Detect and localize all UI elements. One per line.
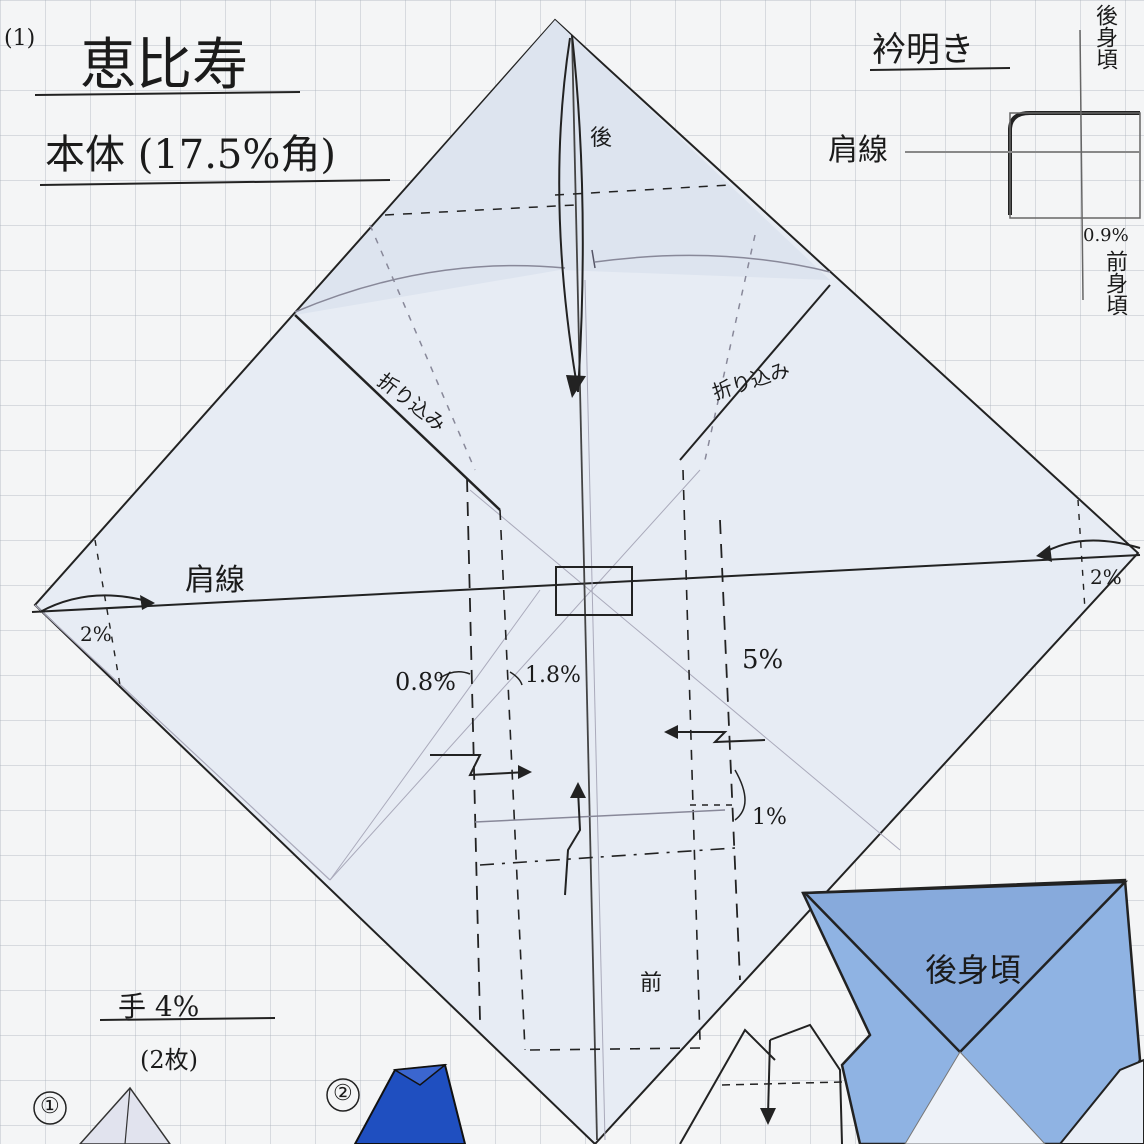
completed-lower-light (1058, 1058, 1144, 1144)
collar-outline (1008, 111, 1140, 215)
arrow (668, 731, 766, 744)
measure-1-8: 1.8% (525, 663, 581, 688)
center-line-light (584, 279, 606, 1141)
dashed-line (682, 469, 701, 1041)
completed-label: 後身頃 (925, 951, 1022, 989)
arrow-head (664, 725, 678, 739)
completed-flap (802, 880, 1129, 1054)
page-subtitle: 本体 (17.5%角) (45, 132, 336, 178)
dashed-line (1077, 499, 1086, 611)
back-label: 後 (590, 126, 613, 151)
fold-line (34, 604, 331, 881)
underline (39, 179, 391, 186)
hand-count: (2枚) (140, 1046, 198, 1074)
center-line (571, 34, 598, 1141)
dashed-line (704, 234, 756, 461)
mark (591, 249, 596, 269)
hand-step2: ② (333, 1081, 353, 1106)
fold-line (124, 1087, 131, 1144)
measure-mark (439, 671, 471, 679)
hand-step1-shape (78, 1086, 171, 1144)
completed-white (904, 1051, 1046, 1144)
measure-mark (734, 769, 746, 821)
side-flap (769, 1023, 843, 1144)
arrow-head (760, 1108, 776, 1125)
collar-center-line (1079, 29, 1084, 301)
dashed-line (529, 1047, 701, 1051)
dashed-line (719, 519, 741, 981)
collar-shoulder-label: 肩線 (828, 133, 888, 168)
dashed-line (466, 477, 481, 1021)
measure-left-shoulder: 2% (80, 622, 112, 646)
side-flap (679, 1028, 776, 1144)
section-index: (1) (4, 26, 36, 51)
arc-guide (594, 254, 831, 273)
fold-arrow (558, 37, 579, 393)
arrow-head (140, 595, 155, 610)
center-box (555, 566, 633, 616)
measure-5: 5% (742, 645, 784, 675)
step-circle (33, 1091, 67, 1125)
measure-1: 1% (752, 805, 787, 830)
page-title: 恵比寿 (80, 33, 248, 98)
arrow-head (1036, 545, 1052, 562)
arrow (39, 594, 151, 613)
fold-line (679, 284, 831, 461)
fold-line (469, 489, 901, 851)
collar-back-label: 後身頃 (1092, 4, 1117, 70)
measure-0-8: 0.8% (395, 668, 456, 696)
arrow-head (570, 782, 586, 798)
hand-step1: ① (40, 1094, 60, 1119)
dashed-line (479, 847, 736, 866)
step-circle (326, 1078, 360, 1112)
dashed-line (554, 184, 731, 196)
collar-measure: 0.9% (1083, 225, 1129, 246)
underline (99, 1017, 276, 1021)
arrow (430, 754, 529, 777)
fold-arrow (571, 34, 584, 393)
underline (869, 67, 1011, 71)
dashed-line (721, 1081, 843, 1086)
fold-line (294, 314, 501, 511)
collar-front-label: 前身頃 (1102, 250, 1127, 316)
hand-step2-top (392, 1064, 448, 1086)
collar-box (1009, 112, 1141, 219)
dashed-line (94, 539, 121, 686)
hand-title: 手 4% (118, 990, 200, 1023)
upper-flap (295, 20, 830, 315)
fold-line (474, 809, 726, 823)
dashed-line (384, 204, 576, 216)
measure-mark (509, 671, 523, 686)
fold-line (329, 589, 541, 881)
arc-guide (294, 264, 566, 313)
arrow (767, 1039, 771, 1116)
shoulder-line-label: 肩線 (185, 563, 245, 598)
front-label: 前 (640, 971, 663, 996)
arrow (564, 789, 582, 896)
arrow-head (566, 375, 586, 398)
arrow-head (518, 765, 532, 779)
shoulder-line (31, 554, 1141, 613)
underline (34, 91, 301, 96)
measure-right-shoulder: 2% (1090, 565, 1122, 589)
collar-title: 衿明き (872, 30, 974, 70)
dashed-line (369, 224, 476, 471)
